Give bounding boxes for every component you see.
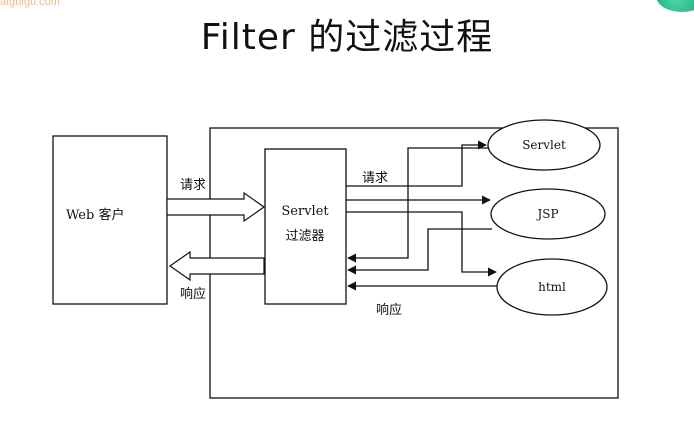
request-arrow-to-servlet: [346, 140, 487, 187]
request-label-left: 请求: [180, 178, 206, 193]
html-target: [496, 258, 608, 316]
response-label-left: 响应: [180, 286, 206, 302]
servlet-filter-label-line1: Servlet: [281, 204, 329, 219]
jsp-target: [490, 188, 606, 240]
request-arrow-to-html: [346, 211, 497, 277]
jsp-target-label: JSP: [535, 207, 558, 221]
request-label-right: 请求: [362, 171, 388, 186]
response-arrow-from-servlet: [347, 147, 489, 263]
servlet-filter-label-line2: 过滤器: [285, 229, 324, 244]
servlet-filter-box: [264, 148, 347, 305]
servlet-target: [487, 119, 601, 171]
response-arrow-hollow: [168, 250, 265, 282]
slide-title: Filter 的过滤过程: [200, 17, 494, 58]
response-label-right: 响应: [376, 302, 402, 318]
watermark-text: atguigu.com: [0, 0, 60, 8]
response-arrow-from-jsp: [347, 228, 492, 275]
web-client-box: [52, 135, 168, 305]
servlet-target-label: Servlet: [522, 138, 566, 152]
web-client-label: Web 客户: [66, 207, 124, 223]
request-arrow-hollow: [166, 191, 266, 223]
html-target-label: html: [538, 280, 566, 294]
